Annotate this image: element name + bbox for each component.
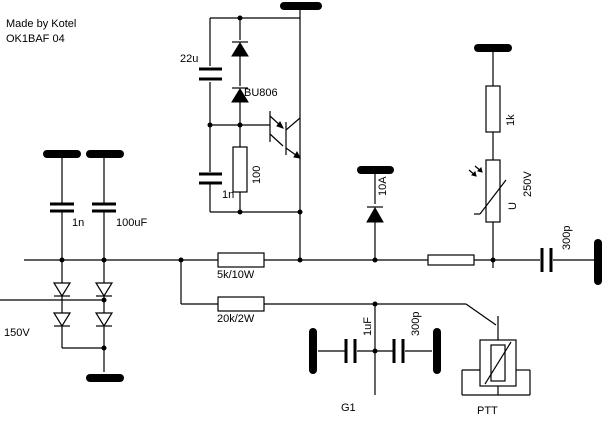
credit-line-1: Made by Kotel [6, 18, 76, 30]
credit-line-2: OK1BAF 04 [6, 33, 65, 45]
label-1n-left: 1n [72, 217, 84, 229]
varistor [474, 159, 507, 223]
label-10a: 10A [377, 176, 389, 196]
label-1uf: 1uF [362, 317, 374, 336]
resistor-100 [232, 146, 248, 193]
label-22u: 22u [180, 53, 198, 65]
capacitor-1uf [344, 339, 357, 363]
diode-upper [231, 41, 249, 57]
junction-dots [59, 15, 496, 354]
resistor-5k [217, 252, 265, 268]
label-g1: G1 [341, 402, 356, 414]
capacitor-100uf [92, 202, 116, 213]
relay-coil [479, 339, 517, 387]
label-300p-bottom: 300p [410, 312, 422, 336]
diode-bridge [52, 282, 114, 328]
label-300p-right: 300p [561, 226, 573, 250]
terminal-bars [43, 2, 602, 382]
resistor-20k [217, 296, 265, 312]
label-100: 100 [251, 166, 263, 184]
label-100uf: 100uF [116, 217, 147, 229]
label-u: U [507, 202, 519, 210]
label-bu806: BU806 [244, 87, 278, 99]
capacitor-22u [199, 67, 222, 81]
label-1k: 1k [505, 114, 517, 126]
label-150v: 150V [4, 327, 30, 339]
transistor [269, 111, 301, 159]
label-1n-top: 1n [222, 189, 234, 201]
label-250v: 250V [522, 171, 534, 197]
label-5k: 5k/10W [217, 269, 255, 281]
fuse [427, 254, 475, 266]
capacitor-300p-bottom [392, 339, 405, 363]
light-arrows-icon [468, 165, 483, 177]
diode-bu806 [231, 87, 249, 103]
capacitor-1n-left [50, 202, 74, 213]
label-20k: 20k/2W [217, 313, 255, 325]
diode-10a [366, 206, 384, 223]
label-ptt: PTT [477, 405, 498, 417]
capacitor-1n-top [199, 172, 222, 185]
capacitor-300p-right [540, 248, 553, 272]
resistor-1k [485, 85, 501, 133]
